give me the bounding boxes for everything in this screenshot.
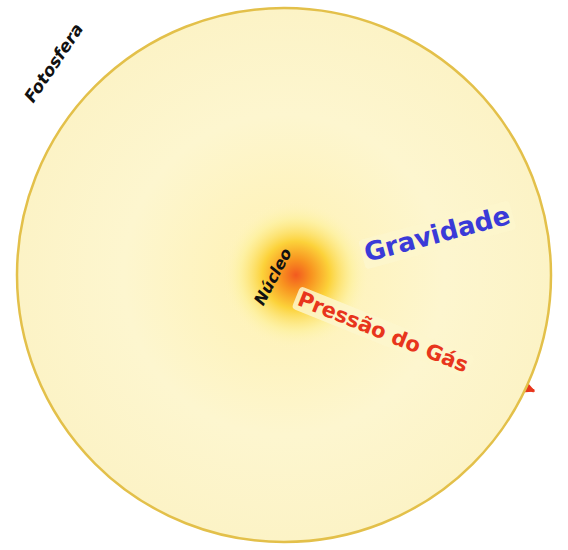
photosphere-label: Fotosfera xyxy=(21,20,88,106)
force-rays xyxy=(17,8,551,542)
star-body: FotosferaNúcleo xyxy=(15,6,553,544)
